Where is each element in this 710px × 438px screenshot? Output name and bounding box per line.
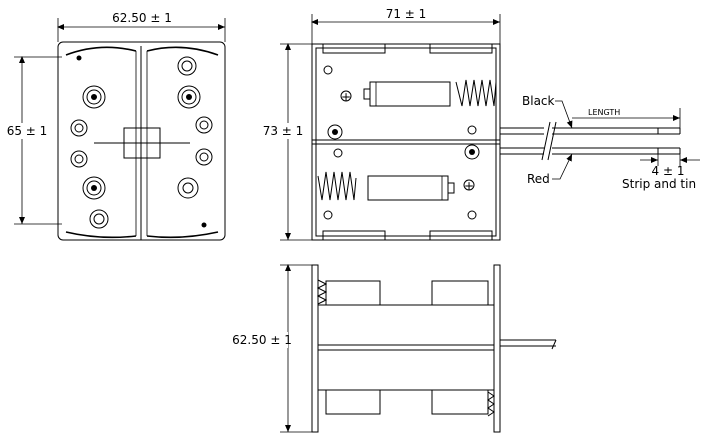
side-height-label: 62.50 ± 1 bbox=[232, 333, 292, 347]
battery-lower bbox=[367, 175, 449, 201]
hole-icon bbox=[195, 148, 213, 166]
spring-icon bbox=[317, 171, 357, 201]
hole-icon bbox=[177, 56, 197, 76]
hole-icon bbox=[177, 177, 199, 199]
top-height-label: 73 ± 1 bbox=[263, 124, 304, 138]
side-view: 62.50 ± 1 bbox=[232, 264, 557, 433]
wire-leads bbox=[500, 121, 681, 161]
top-view: 71 ± 1 73 ± 1 + + bbox=[258, 7, 700, 241]
plus-symbol: + bbox=[464, 179, 474, 193]
hole-icon bbox=[333, 148, 343, 158]
battery-upper bbox=[369, 81, 451, 107]
hole-icon bbox=[195, 116, 213, 134]
front-view: 62.50 ± 1 65 ± 1 bbox=[4, 11, 226, 241]
top-width-label: 71 ± 1 bbox=[386, 7, 427, 21]
rivet-icon bbox=[327, 124, 343, 140]
black-wire-label: Black bbox=[522, 94, 555, 108]
red-wire-label: Red bbox=[527, 172, 550, 186]
strip-dim-label: 4 ± 1 bbox=[652, 164, 685, 178]
front-height-label: 65 ± 1 bbox=[7, 124, 48, 138]
spring-icon bbox=[316, 279, 328, 305]
hole-icon bbox=[70, 119, 88, 137]
center-square bbox=[123, 127, 161, 159]
hole-icon bbox=[70, 150, 88, 168]
rivet-icon bbox=[82, 176, 106, 200]
strip-and-tin-label: Strip and tin bbox=[622, 177, 696, 191]
length-label: LENGTH bbox=[588, 108, 620, 117]
plus-symbol: + bbox=[341, 90, 351, 104]
top-outline bbox=[311, 43, 501, 241]
rivet-icon bbox=[177, 85, 201, 109]
front-width-label: 62.50 ± 1 bbox=[112, 11, 172, 25]
hole-icon bbox=[323, 65, 333, 75]
side-bottom-profile bbox=[318, 389, 494, 415]
rivet-icon bbox=[82, 85, 106, 109]
spring-icon bbox=[487, 391, 495, 417]
hole-icon bbox=[467, 125, 477, 135]
hole-icon bbox=[467, 210, 477, 220]
side-top-profile bbox=[318, 280, 494, 306]
spring-icon bbox=[455, 79, 497, 107]
rivet-icon bbox=[464, 144, 480, 160]
hole-icon bbox=[323, 210, 333, 220]
hole-icon bbox=[89, 209, 109, 229]
